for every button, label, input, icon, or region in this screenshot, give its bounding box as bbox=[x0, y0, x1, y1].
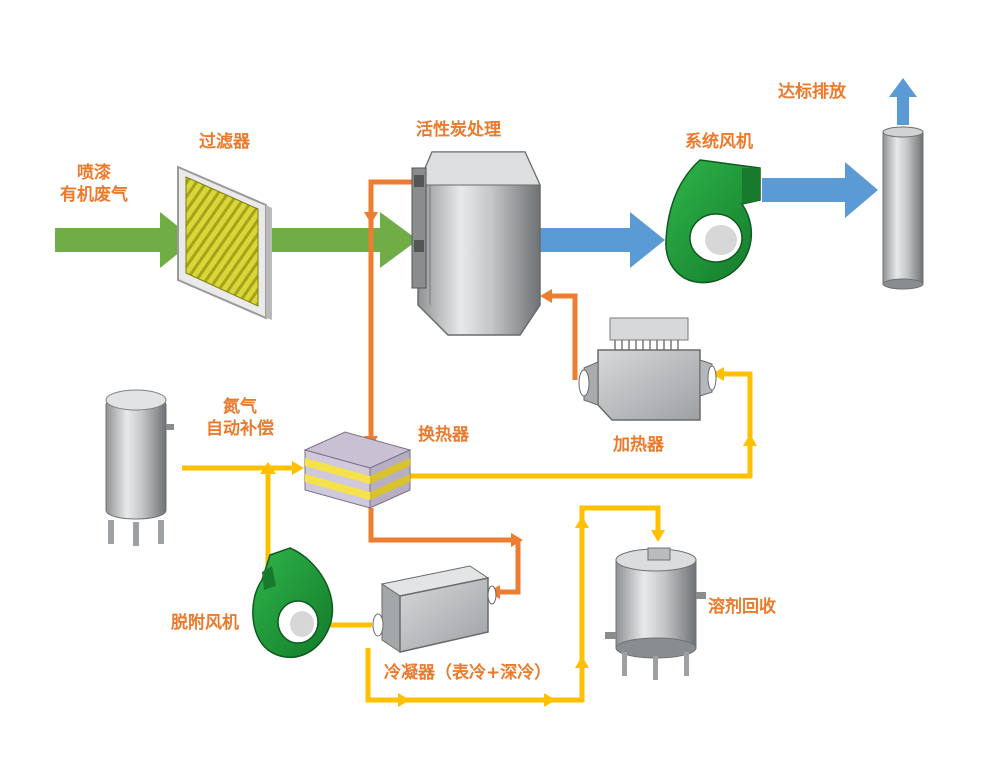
heat-exchanger bbox=[303, 431, 412, 509]
nitrogen-label-line2: 自动补偿 bbox=[206, 419, 274, 439]
system-fan-label: 系统风机 bbox=[685, 132, 753, 152]
condenser-label: 冷凝器（表冷+深冷） bbox=[384, 663, 552, 683]
desorption-fan-label: 脱附风机 bbox=[171, 613, 239, 633]
system-fan bbox=[665, 159, 761, 284]
discharge-up-arrow bbox=[889, 78, 917, 125]
heater-unit bbox=[578, 317, 717, 421]
nitrogen-label-line1: 氮气 bbox=[223, 397, 257, 417]
filter-label: 过滤器 bbox=[199, 132, 250, 152]
nitrogen-tank bbox=[105, 389, 174, 546]
filter-to-carbon-arrow bbox=[268, 212, 418, 268]
heat-exchanger-label: 换热器 bbox=[418, 425, 469, 445]
activated-carbon-label: 活性炭处理 bbox=[416, 120, 501, 140]
carbon-to-fan-arrow bbox=[540, 212, 665, 268]
solvent-recovery-tank bbox=[605, 547, 706, 680]
waste-gas-label-line2: 有机废气 bbox=[60, 185, 128, 205]
solvent-recovery-label: 溶剂回收 bbox=[708, 597, 776, 617]
activated-carbon-unit bbox=[411, 151, 541, 336]
condenser-unit bbox=[372, 565, 497, 653]
hot-flow-lines bbox=[368, 179, 578, 595]
fan-to-stack-arrow bbox=[762, 162, 878, 218]
filter-unit bbox=[177, 165, 272, 320]
discharge-stack bbox=[882, 126, 924, 290]
desorption-fan bbox=[252, 547, 334, 659]
waste-gas-label: 喷漆 有机废气 bbox=[60, 162, 128, 206]
waste-gas-label-line1: 喷漆 bbox=[77, 163, 111, 183]
discharge-label: 达标排放 bbox=[778, 82, 846, 102]
inlet-gas-arrow bbox=[55, 212, 195, 268]
heater-label: 加热器 bbox=[613, 435, 664, 455]
nitrogen-label: 氮气 自动补偿 bbox=[206, 396, 274, 440]
